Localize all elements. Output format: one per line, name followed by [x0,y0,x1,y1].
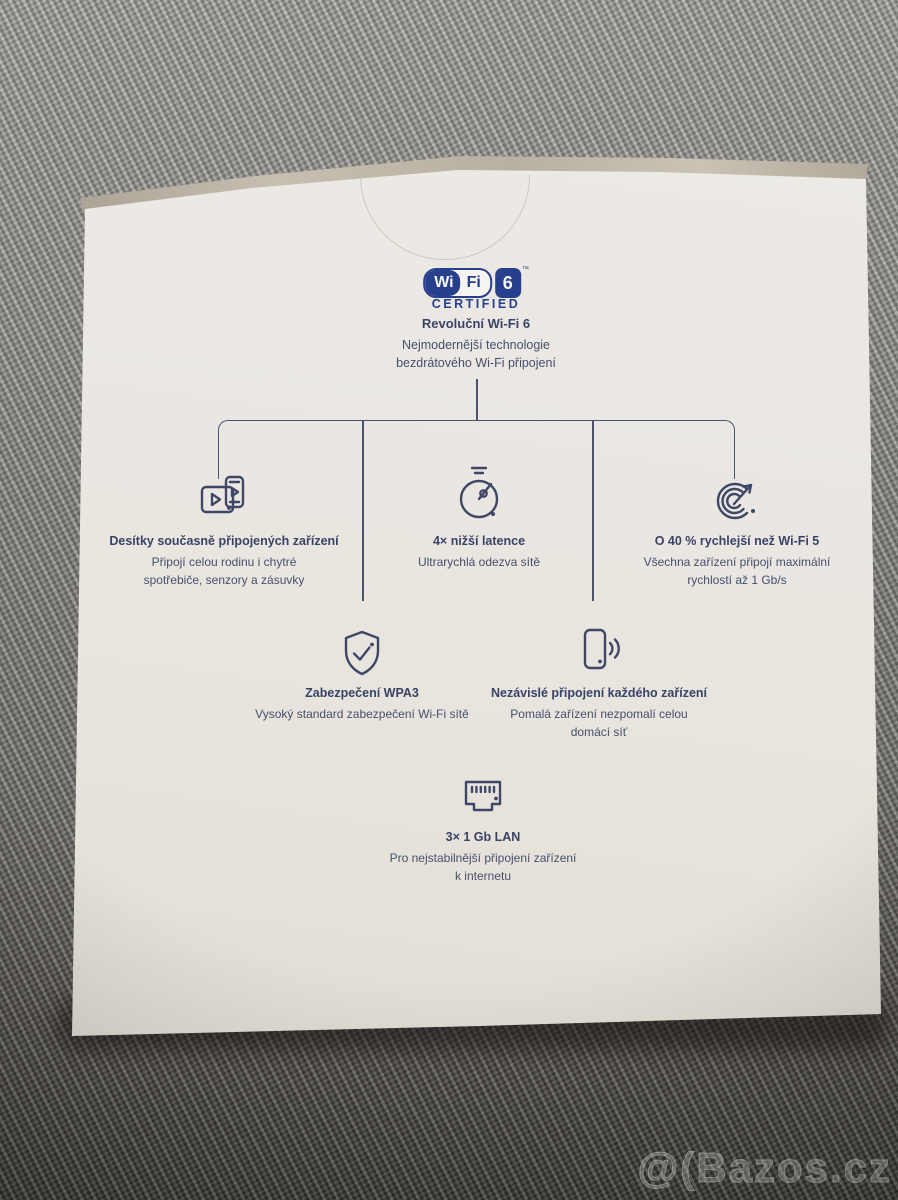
feature-independent: Nezávislé připojení každého zařízení Pom… [464,622,734,741]
finger-notch [360,175,530,260]
connector-stem [476,379,478,421]
feature-title: 4× nižší latence [432,534,526,548]
logo-wi-segment: Wi [425,270,461,296]
bazos-watermark: @(Bazos.cz [637,1144,892,1192]
feature-title: O 40 % rychlejší než Wi-Fi 5 [654,534,820,548]
product-heading: Revoluční Wi-Fi 6 [421,316,531,331]
intro-line-1: Nejmodernější technologie [401,338,551,352]
trademark-symbol: ™ [521,266,529,273]
phone-signal-icon [573,622,625,678]
wifi-logo-pill: Wi Fi [423,268,492,298]
feature-speed: O 40 % rychlejší než Wi-Fi 5 Všechna zař… [607,468,867,589]
intro-line-2: bezdrátového Wi-Fi připojení [396,356,556,371]
feature-latency: 4× nižší latence Ultrarychlá odezva sítě [369,462,589,571]
wifi6-certified-logo: Wi Fi 6 ™ [423,266,529,298]
feature-wpa3: Zabezpečení WPA3 Vysoký standard zabezpe… [237,626,487,723]
speedometer-icon [710,468,764,526]
certified-label: CERTIFIED [431,297,521,311]
connector-vline-phone [592,421,594,601]
feature-lan: 3× 1 Gb LAN Pro nejstabilnější připojení… [358,774,608,885]
logo-fi-segment: Fi [466,274,481,291]
feature-desc: Všechna zařízení připojí maximální rychl… [643,555,831,587]
connector-bar [218,420,735,479]
feature-desc: Ultrarychlá odezva sítě [417,555,541,569]
feature-devices: Desítky současně připojených zařízení Př… [94,468,354,589]
feature-title: Nezávislé připojení každého zařízení [490,686,708,700]
feature-desc: Připojí celou rodinu i chytré spotřebiče… [143,555,305,587]
ethernet-port-icon [458,774,508,822]
stopwatch-icon [452,462,506,526]
feature-desc: Pro nejstabilnější připojení zařízení k … [389,851,577,883]
feature-title: 3× 1 Gb LAN [445,830,521,844]
feature-title: Zabezpečení WPA3 [305,686,419,700]
intro-text: Nejmodernější technologie bezdrátového W… [396,336,556,372]
shield-check-icon [338,626,386,678]
feature-desc: Vysoký standard zabezpečení Wi-Fi sítě [255,707,469,721]
feature-desc: Pomalá zařízení nezpomalí celou domácí s… [510,707,688,739]
media-devices-icon [196,468,252,526]
feature-title: Desítky současně připojených zařízení [109,534,339,548]
logo-six-badge: 6 [494,268,521,298]
connector-vline-wpa3 [362,421,364,601]
